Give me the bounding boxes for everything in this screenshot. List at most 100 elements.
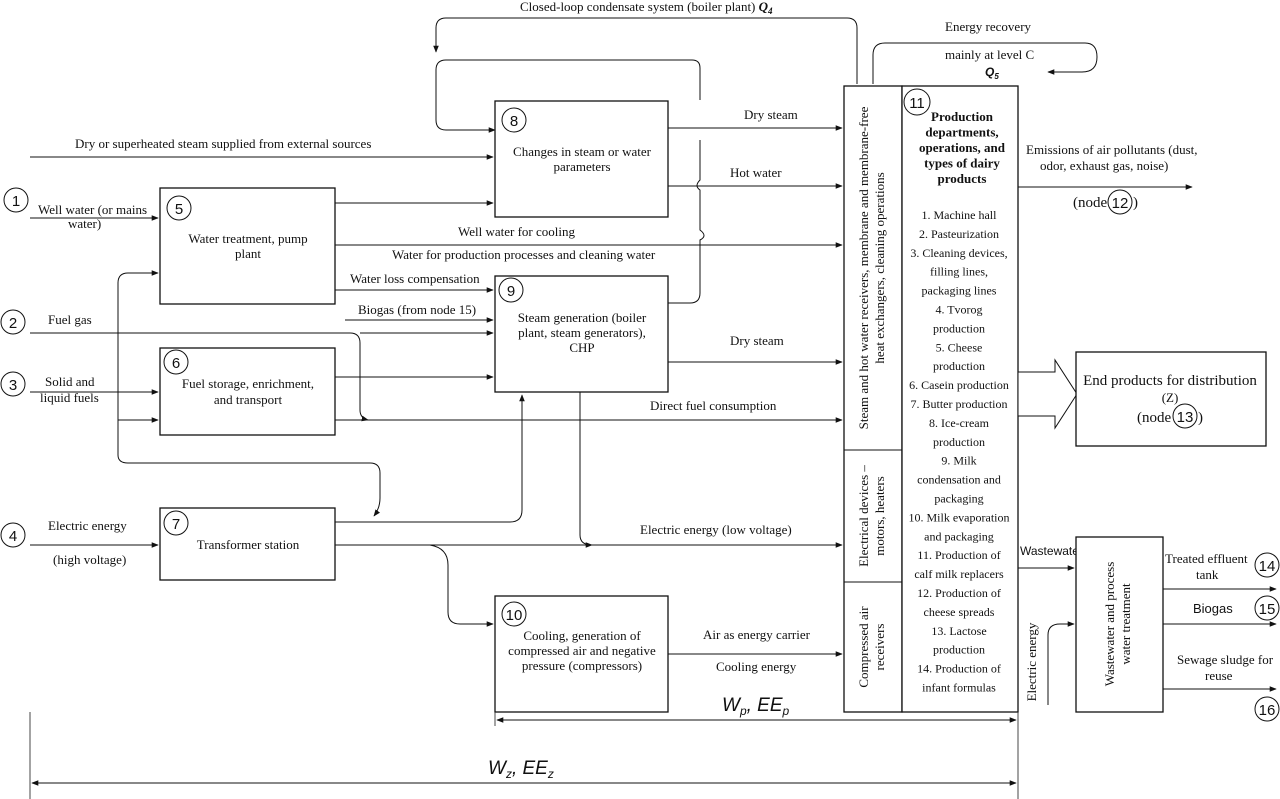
elec-energy-vertical-label: Electric energy (1024, 622, 1039, 701)
production-title-line: operations, and (919, 140, 1006, 155)
box7-to-box9-line (335, 394, 525, 523)
svg-text:Wastewater and process: Wastewater and process (1102, 562, 1117, 687)
box-10-label-1: Cooling, generation of (523, 628, 641, 643)
steam-receivers-label: Steam and hot water receivers, membrane … (856, 106, 887, 429)
elec-to-box10-line (429, 544, 494, 627)
node-12-prefix: (node (1073, 195, 1107, 211)
production-item: 10. Milk evaporation (909, 510, 1010, 524)
elec-low-label: Electric energy (low voltage) (640, 522, 792, 537)
production-item: calf milk replacers (914, 567, 1004, 581)
condensate-loop-line (433, 17, 858, 84)
wz-label: Wz, EEz (488, 758, 554, 781)
box-8-num-circle (501, 107, 527, 133)
recovery-q: Q5 (985, 65, 999, 81)
production-title-line: departments, (925, 125, 998, 140)
box-5-num-circle (166, 195, 192, 221)
node-4-number: 4 (9, 528, 17, 545)
air-receivers-label: Compressed air receivers (856, 606, 887, 688)
production-item: condensation and (917, 473, 1001, 487)
recirc-loop-line (435, 59, 701, 133)
node-11-number: 11 (909, 95, 925, 112)
production-item: 2. Pasteurization (919, 227, 999, 241)
recovery-loop-line (872, 42, 1098, 84)
box-10-num-circle (501, 601, 527, 627)
production-item: 5. Cheese (936, 340, 983, 354)
production-item: 12. Production of (917, 586, 1001, 600)
svg-text:Steam and hot water receivers,: Steam and hot water receivers, membrane … (856, 106, 871, 429)
recovery-line1: Energy recovery (945, 19, 1032, 34)
box-6 (159, 347, 336, 436)
box-9-label-2: plant, steam generators), (518, 325, 646, 340)
air-carrier-label: Air as energy carrier (703, 627, 811, 642)
cooling-energy-label: Cooling energy (716, 659, 797, 674)
dry-steam-top-label: Dry steam (744, 107, 798, 122)
elec-receivers-label: Electrical devices – motors, heaters (856, 465, 887, 567)
box-8-label-1: Changes in steam or water (513, 144, 652, 159)
end-products-arrow (1017, 358, 1078, 430)
production-item: packaging lines (922, 284, 997, 298)
node-2-circle (0, 309, 26, 335)
box-9 (494, 275, 669, 393)
box-8-number: 8 (510, 113, 518, 130)
node-13-prefix: (node (1137, 410, 1171, 426)
well-cooling-label: Well water for cooling (458, 224, 575, 239)
node-3-label-2: liquid fuels (40, 390, 99, 405)
box-9-label-1: Steam generation (boiler (518, 310, 647, 325)
production-item: packaging (934, 492, 983, 506)
node-11-circle (903, 88, 931, 116)
box-6-number: 6 (172, 355, 180, 372)
sludge-label-2: reuse (1205, 668, 1233, 683)
ext-steam-label: Dry or superheated steam supplied from e… (75, 136, 371, 151)
node-13-number: 13 (1177, 409, 1194, 426)
svg-text:Electric energy: Electric energy (1024, 622, 1039, 701)
hot-water-label: Hot water (730, 165, 782, 180)
production-item: 1. Machine hall (922, 208, 998, 222)
node-1-label-1: Well water (or mains (38, 202, 147, 217)
box-10-label-3: pressure (compressors) (522, 658, 642, 673)
node-1-number: 1 (12, 193, 20, 210)
production-item: 7. Butter production (911, 397, 1008, 411)
end-products-label-2: (Z) (1162, 390, 1179, 405)
sludge-label-1: Sewage sludge for (1177, 652, 1274, 667)
fuel-down-line (117, 392, 381, 517)
fuel-gas-line (30, 332, 369, 422)
production-title-line: types of dairy (924, 156, 1000, 171)
box-6-label-2: and transport (214, 392, 283, 407)
receivers-column (843, 85, 903, 713)
svg-text:Compressed air: Compressed air (856, 606, 871, 688)
box-7-num-circle (163, 510, 189, 536)
wwt-label: Wastewater and process water treatment (1102, 562, 1133, 687)
svg-text:motors, heaters: motors, heaters (872, 476, 887, 555)
production-title-line: products (938, 171, 987, 186)
node-1-circle (3, 187, 29, 213)
elec-to-wwt-line (1047, 621, 1075, 705)
box-7-number: 7 (172, 516, 180, 533)
production-item: production (933, 643, 985, 657)
node-4-label-1: Electric energy (48, 518, 127, 533)
node-12-suffix: ) (1133, 195, 1138, 211)
box-6-label-1: Fuel storage, enrichment, (182, 376, 314, 391)
node-1-label-2: water) (68, 216, 101, 231)
production-column (901, 85, 1019, 713)
wastewater-label: Wastewater (1020, 544, 1083, 558)
water-prod-label: Water for production processes and clean… (392, 247, 656, 262)
box-10-label-2: compressed air and negative (508, 643, 656, 658)
node-2-label: Fuel gas (48, 312, 92, 327)
svg-text:Electrical devices –: Electrical devices – (856, 465, 871, 567)
box-5-label-2: plant (235, 246, 261, 261)
emissions-label-1: Emissions of air pollutants (dust, (1026, 142, 1198, 157)
box-10-number: 10 (506, 607, 523, 624)
biogas-in-label: Biogas (from node 15) (358, 302, 476, 317)
box-7-label-1: Transformer station (197, 537, 300, 552)
node-16-circle (1254, 696, 1280, 722)
end-products-box (1075, 351, 1267, 447)
production-item: 13. Lactose (931, 624, 986, 638)
svg-text:heat exchangers, cleaning oper: heat exchangers, cleaning operations (872, 172, 887, 363)
node-13-circle (1172, 403, 1198, 429)
condensate-label: Closed-loop condensate system (boiler pl… (520, 0, 773, 16)
production-item: 4. Tvorog (935, 303, 982, 317)
